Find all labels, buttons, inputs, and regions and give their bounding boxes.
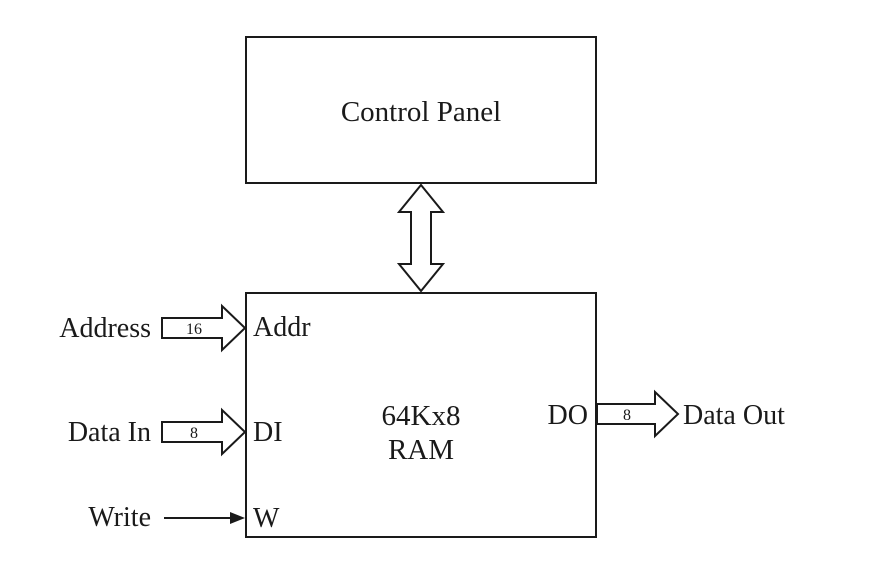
address-bus-width: 16 bbox=[186, 321, 202, 338]
data-in-bus-arrow bbox=[161, 407, 247, 457]
do-port-label: DO bbox=[548, 400, 588, 431]
ram-capacity-label: 64Kx8 bbox=[382, 400, 461, 432]
address-bus-arrow bbox=[161, 303, 247, 353]
data-in-label: Data In bbox=[68, 417, 151, 448]
control-panel-label: Control Panel bbox=[341, 96, 501, 128]
data-out-bus-arrow bbox=[596, 389, 680, 439]
write-arrowhead bbox=[230, 512, 245, 524]
bidirectional-bus-arrow bbox=[396, 183, 446, 293]
data-in-bus-width: 8 bbox=[190, 425, 198, 442]
ram-block: 64Kx8 RAM Addr DI W DO bbox=[245, 292, 597, 538]
di-port-label: DI bbox=[253, 417, 283, 448]
w-port-label: W bbox=[253, 503, 280, 534]
data-out-signal: 8 Data Out bbox=[596, 389, 785, 439]
write-signal: Write bbox=[88, 502, 245, 533]
addr-port-label: Addr bbox=[253, 312, 311, 343]
data-in-signal: Data In 8 bbox=[68, 407, 247, 457]
ram-type-label: RAM bbox=[388, 434, 454, 466]
data-out-label: Data Out bbox=[683, 400, 785, 431]
data-out-bus-width: 8 bbox=[623, 407, 631, 424]
ram-box bbox=[245, 292, 597, 538]
control-panel-box bbox=[245, 36, 597, 184]
write-label: Write bbox=[88, 502, 151, 533]
address-signal: Address 16 bbox=[59, 303, 247, 353]
control-panel-block: Control Panel bbox=[245, 36, 597, 184]
address-label: Address bbox=[59, 313, 151, 344]
